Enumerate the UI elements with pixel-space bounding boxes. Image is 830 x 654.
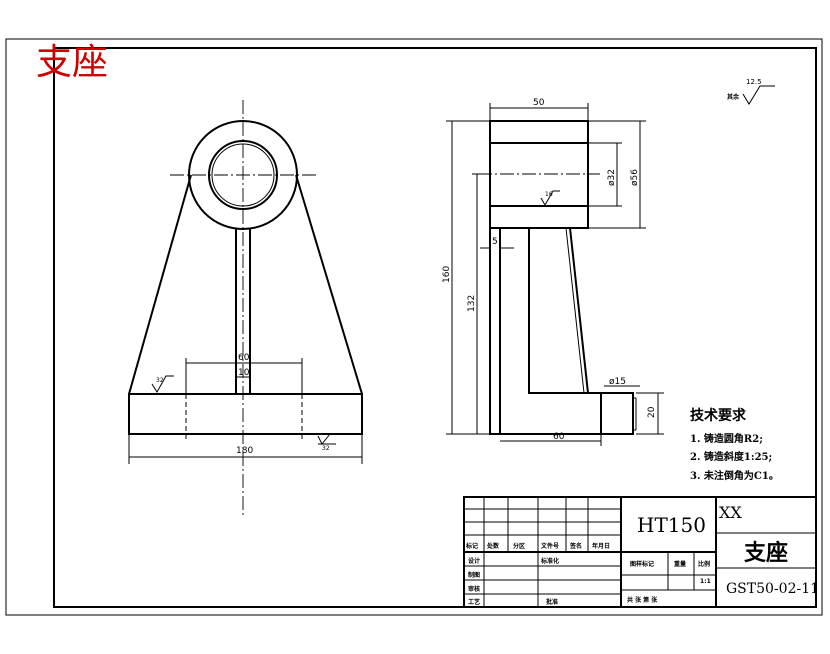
dim-5: 5 (492, 237, 498, 247)
drawing-number: GST50-02-11 (726, 581, 819, 597)
dim-dia32: ø32 (607, 169, 617, 186)
roughness-top: 32 (156, 377, 164, 384)
svg-text:文件号: 文件号 (540, 542, 559, 550)
svg-text:共 张 第 张: 共 张 第 张 (627, 596, 658, 604)
tech-requirements: 技术要求 1. 铸造圆角R2; 2. 铸造斜度1:25; 3. 未注倒角为C1。 (690, 407, 779, 482)
svg-text:制图: 制图 (468, 571, 480, 579)
svg-text:1. 铸造圆角R2;: 1. 铸造圆角R2; (690, 432, 763, 445)
company: XX (719, 503, 742, 522)
svg-text:比例: 比例 (698, 560, 710, 568)
front-view: 60 10 180 32 32 (128, 100, 363, 518)
svg-text:技术要求: 技术要求 (690, 407, 747, 424)
outer-frame (5, 38, 823, 616)
svg-text:3. 未注倒角为C1。: 3. 未注倒角为C1。 (690, 469, 779, 482)
scale-value: 1:1 (700, 578, 711, 585)
dim-20: 20 (647, 406, 657, 418)
dim-60-side: 60 (553, 432, 565, 442)
svg-text:处数: 处数 (486, 542, 500, 550)
svg-text:签名: 签名 (569, 542, 582, 550)
svg-text:其余: 其余 (727, 93, 740, 101)
svg-text:标准化: 标准化 (540, 557, 559, 565)
material: HT150 (637, 513, 706, 537)
dim-50: 50 (533, 98, 545, 108)
side-view: 50 ø32 ø56 16 5 160 132 ø15 20 (442, 98, 664, 446)
svg-text:2. 铸造斜度1:25;: 2. 铸造斜度1:25; (690, 450, 772, 463)
title-block: 标记 处数 分区 文件号 签名 年月日 设计 制图 审核 工艺 标准化 批准 H… (463, 496, 819, 608)
roughness-bottom: 32 (322, 445, 330, 452)
dim-132: 132 (467, 295, 477, 312)
svg-text:分区: 分区 (513, 542, 525, 550)
svg-text:设计: 设计 (468, 557, 480, 565)
part-name: 支座 (744, 540, 788, 566)
svg-text:重量: 重量 (674, 560, 686, 568)
dim-160: 160 (442, 266, 452, 283)
dim-10: 10 (238, 368, 250, 378)
hub-bore-circle (208, 140, 278, 210)
svg-text:工艺: 工艺 (468, 598, 480, 606)
svg-text:年月日: 年月日 (592, 542, 610, 550)
base-plate (128, 393, 363, 435)
svg-text:图样标记: 图样标记 (630, 560, 654, 568)
svg-text:审核: 审核 (468, 585, 480, 593)
svg-text:标记: 标记 (465, 542, 478, 550)
general-roughness: 其余 12.5 (727, 78, 775, 105)
dim-60-front: 60 (238, 353, 250, 363)
svg-text:批准: 批准 (546, 598, 558, 606)
dim-180: 180 (236, 446, 253, 456)
svg-text:12.5: 12.5 (746, 78, 762, 86)
roughness-bore: 16 (545, 191, 553, 198)
corner-title: 支座 (36, 42, 108, 83)
dim-dia56: ø56 (630, 169, 640, 186)
drawing-border (53, 47, 817, 608)
dim-dia15: ø15 (609, 377, 626, 387)
